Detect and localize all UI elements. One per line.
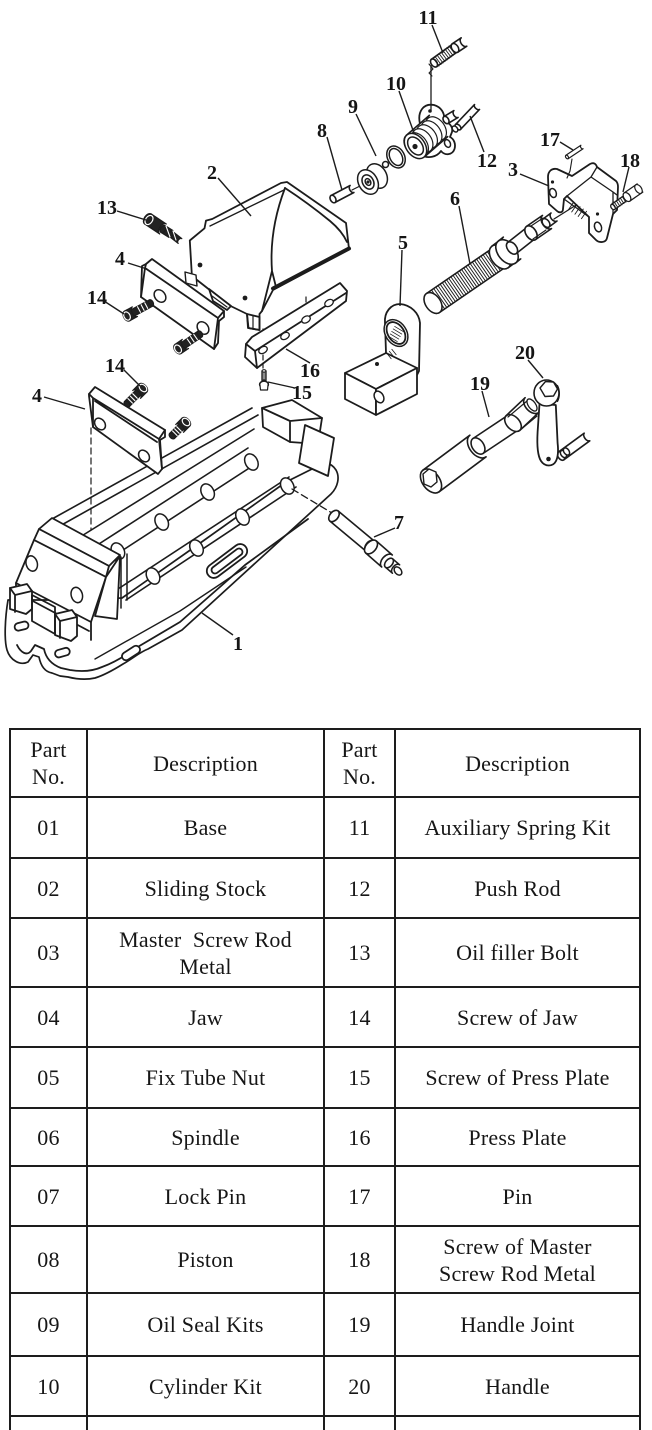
svg-text:3: 3 xyxy=(508,159,518,181)
svg-text:12: 12 xyxy=(477,150,497,172)
svg-text:2: 2 xyxy=(207,162,217,184)
svg-text:6: 6 xyxy=(450,188,460,210)
svg-text:18: 18 xyxy=(620,150,640,172)
svg-text:13: 13 xyxy=(97,197,117,219)
svg-text:4: 4 xyxy=(115,248,125,270)
svg-text:20: 20 xyxy=(515,342,535,364)
svg-text:9: 9 xyxy=(348,96,358,118)
svg-text:8: 8 xyxy=(317,120,327,142)
svg-text:10: 10 xyxy=(386,73,406,95)
svg-text:7: 7 xyxy=(394,512,404,534)
svg-text:5: 5 xyxy=(398,232,408,254)
svg-text:11: 11 xyxy=(419,7,438,29)
svg-text:14: 14 xyxy=(87,287,107,309)
svg-text:17: 17 xyxy=(540,129,560,151)
svg-text:16: 16 xyxy=(300,360,320,382)
svg-text:1: 1 xyxy=(233,633,243,655)
svg-text:19: 19 xyxy=(470,373,490,395)
svg-text:15: 15 xyxy=(292,382,312,404)
svg-text:14: 14 xyxy=(105,355,125,377)
svg-text:4: 4 xyxy=(32,385,42,407)
